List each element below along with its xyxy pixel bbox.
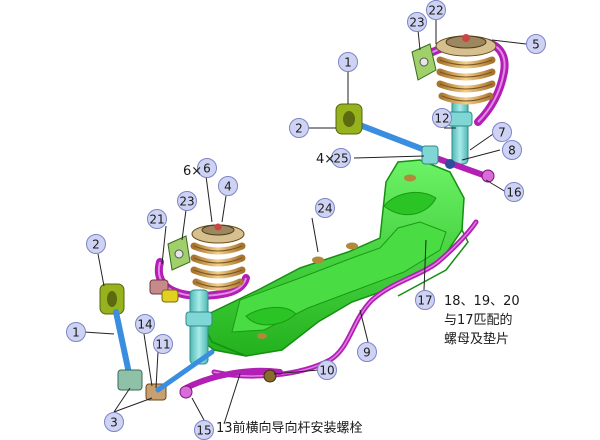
callout-number: 1 bbox=[344, 56, 352, 70]
callout-c6: 6 bbox=[197, 158, 217, 178]
callout-c10: 10 bbox=[317, 360, 337, 380]
coil-spring-left bbox=[190, 223, 246, 291]
callout-c4: 4 bbox=[218, 176, 238, 196]
callout-c2-left: 2 bbox=[86, 234, 106, 254]
callout-number: 15 bbox=[196, 424, 211, 438]
callout-c5: 5 bbox=[526, 34, 546, 54]
toe-link-right bbox=[421, 145, 495, 183]
bolt-13-label: 13前横向导向杆安装螺栓 bbox=[216, 420, 363, 436]
callout-number: 17 bbox=[417, 294, 432, 308]
callout-number: 23 bbox=[179, 195, 194, 209]
callout-number: 1 bbox=[72, 326, 80, 340]
callout-circle bbox=[331, 148, 351, 168]
callout-c23-top: 23 bbox=[407, 12, 427, 32]
callout-circle bbox=[504, 182, 524, 202]
callout-number: 5 bbox=[532, 38, 540, 52]
callout-c11: 11 bbox=[153, 334, 173, 354]
callout-c25: 25 bbox=[331, 148, 351, 168]
note-18-20-line2: 与17匹配的 bbox=[444, 312, 513, 328]
callout-circle bbox=[338, 52, 358, 72]
callout-circle bbox=[492, 122, 512, 142]
callout-c17: 17 bbox=[415, 290, 435, 310]
callout-c23-left: 23 bbox=[177, 191, 197, 211]
callout-c1-left: 1 bbox=[66, 322, 86, 342]
callout-number: 12 bbox=[434, 112, 449, 126]
qty-6-label: 6× bbox=[183, 164, 202, 179]
callout-circle bbox=[526, 34, 546, 54]
callout-circle bbox=[502, 140, 522, 160]
callout-c9: 9 bbox=[357, 342, 377, 362]
knuckle-bracket-left bbox=[149, 235, 191, 303]
callout-circle bbox=[177, 191, 197, 211]
knuckle-lower-left bbox=[117, 369, 167, 401]
callout-number: 2 bbox=[295, 122, 303, 136]
callout-number: 8 bbox=[508, 144, 516, 158]
callout-number: 25 bbox=[333, 152, 348, 166]
link-rod-top bbox=[349, 119, 433, 155]
callout-circle bbox=[317, 360, 337, 380]
note-18-20-line1: 18、19、20 bbox=[444, 294, 520, 309]
callout-number: 4 bbox=[224, 180, 232, 194]
callout-number: 7 bbox=[498, 126, 506, 140]
strut-right bbox=[447, 99, 473, 165]
callout-c14: 14 bbox=[135, 314, 155, 334]
callout-number: 14 bbox=[137, 318, 152, 332]
callout-c16: 16 bbox=[504, 182, 524, 202]
callout-c24: 24 bbox=[315, 198, 335, 218]
subframe bbox=[195, 159, 469, 357]
callout-c8: 8 bbox=[502, 140, 522, 160]
callout-circle bbox=[86, 234, 106, 254]
callout-c7: 7 bbox=[492, 122, 512, 142]
callout-number: 6 bbox=[203, 162, 211, 176]
callout-number: 3 bbox=[110, 416, 118, 430]
callout-circle bbox=[197, 158, 217, 178]
lower-link-left bbox=[155, 349, 215, 393]
callout-circle bbox=[104, 412, 124, 432]
callout-circle bbox=[407, 12, 427, 32]
strut-left bbox=[185, 289, 213, 365]
callout-c21: 21 bbox=[147, 209, 167, 229]
callout-circle bbox=[426, 0, 446, 20]
callout-c3: 3 bbox=[104, 412, 124, 432]
callout-c1-top: 1 bbox=[338, 52, 358, 72]
callout-c22: 22 bbox=[426, 0, 446, 20]
link-rod-left bbox=[113, 309, 133, 381]
callout-circle bbox=[218, 176, 238, 196]
callout-c2-top: 2 bbox=[289, 118, 309, 138]
callout-number: 9 bbox=[363, 346, 371, 360]
callout-number: 11 bbox=[155, 338, 170, 352]
callout-circle bbox=[135, 314, 155, 334]
knuckle-bracket-right bbox=[411, 43, 437, 81]
callout-number: 2 bbox=[92, 238, 100, 252]
callout-number: 22 bbox=[428, 4, 443, 18]
callout-circle bbox=[66, 322, 86, 342]
callout-circle bbox=[415, 290, 435, 310]
callout-number: 16 bbox=[506, 186, 521, 200]
callout-circle bbox=[357, 342, 377, 362]
qty-25-label: 4× bbox=[316, 152, 335, 167]
callout-c15: 15 bbox=[194, 420, 214, 440]
bushing-left bbox=[99, 283, 125, 315]
callout-circle bbox=[315, 198, 335, 218]
leader-lines bbox=[83, 20, 527, 425]
callout-number: 23 bbox=[409, 16, 424, 30]
coil-spring-right bbox=[435, 34, 497, 105]
callout-circle bbox=[289, 118, 309, 138]
callout-circle bbox=[147, 209, 167, 229]
bushing-top bbox=[335, 103, 363, 135]
callout-c12: 12 bbox=[432, 108, 452, 128]
callout-circle bbox=[153, 334, 173, 354]
callout-number: 24 bbox=[317, 202, 332, 216]
callout-circle bbox=[432, 108, 452, 128]
callout-number: 10 bbox=[319, 364, 334, 378]
callout-number: 21 bbox=[149, 213, 164, 227]
note-18-20-line3: 螺母及垫片 bbox=[444, 331, 509, 347]
